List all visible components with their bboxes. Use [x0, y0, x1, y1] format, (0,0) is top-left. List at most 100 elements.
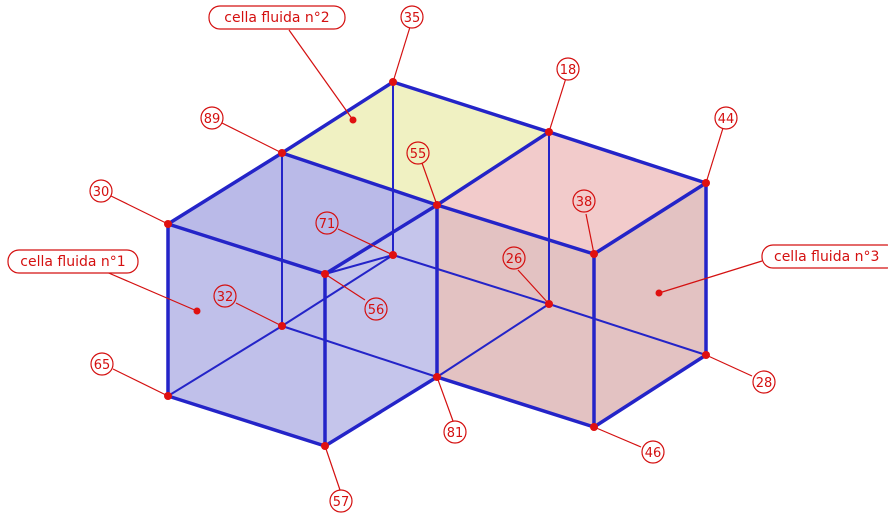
leader-cell2	[288, 29, 354, 121]
node-label-28: 28	[756, 376, 773, 391]
cell-label-3-box	[761, 244, 888, 269]
cell-label-2-box	[208, 5, 346, 30]
callout-circle-65	[90, 352, 114, 376]
vertex-18	[545, 128, 553, 136]
vertex-89	[278, 149, 286, 157]
edge-26-28	[548, 303, 707, 356]
callout-circle-28	[752, 370, 776, 394]
node-label-32: 32	[217, 290, 234, 305]
edge-89-55	[280, 151, 439, 207]
leader-65	[112, 368, 169, 397]
node-numbers: 35 18 89 44 55 30 38 71 26 32 56 65 81 2…	[93, 11, 773, 510]
node-label-26: 26	[506, 252, 523, 267]
cell1-front-face	[168, 224, 325, 446]
visible-edges	[166, 80, 708, 448]
edge-18-55	[435, 130, 551, 207]
callout-circle-26	[502, 246, 526, 270]
edge-32-81	[281, 325, 438, 378]
vertex-57	[321, 442, 329, 450]
vertex-55	[433, 201, 441, 209]
vertex-71	[389, 251, 397, 259]
callout-circle-56	[364, 297, 388, 321]
edge-81-26	[436, 303, 550, 378]
node-label-35: 35	[404, 11, 421, 26]
vertex-46	[590, 423, 598, 431]
node-label-56: 56	[368, 303, 385, 318]
cell2-dot	[349, 116, 357, 124]
vertex-38	[590, 250, 598, 258]
node-label-44: 44	[718, 112, 735, 127]
cell-label-3-text: cella fluida n°3	[774, 249, 879, 265]
edge-32-71	[281, 254, 394, 327]
callout-circle-32	[213, 284, 237, 308]
edge-56-55	[324, 254, 394, 275]
edge-71-26	[392, 254, 550, 305]
edge-30-57-front-top	[166, 222, 327, 276]
callout-circle-81	[443, 420, 467, 444]
edge-56-55	[323, 203, 439, 276]
callout-circle-38	[572, 189, 596, 213]
leader-lines	[103, 26, 763, 491]
cell-label-3: cella fluida n°3	[761, 244, 888, 269]
leader-46	[593, 426, 642, 448]
node-callouts	[89, 5, 776, 513]
node-label-55: 55	[410, 147, 427, 162]
leader-38	[585, 213, 595, 255]
cell-label-1-box	[7, 249, 139, 274]
vertex-26	[545, 300, 553, 308]
node-label-18: 18	[560, 63, 577, 78]
leader-26	[517, 269, 550, 305]
leader-32	[235, 302, 283, 327]
edge-65-57	[166, 394, 327, 448]
edge-57-81	[323, 375, 439, 448]
leader-18	[548, 77, 567, 133]
cell-label-2-text: cella fluida n°2	[224, 10, 329, 26]
cell3-right-face	[594, 183, 706, 427]
callout-circle-57	[329, 489, 353, 513]
callout-circle-55	[406, 141, 430, 165]
cell3-front-face	[437, 205, 594, 427]
node-label-89: 89	[204, 112, 221, 127]
cell-label-1-text: cella fluida n°1	[20, 254, 125, 270]
leader-89	[221, 122, 283, 154]
vertex-28	[702, 351, 710, 359]
leader-57	[324, 445, 341, 491]
vertex-32	[278, 322, 286, 330]
leader-44	[705, 127, 724, 184]
cell1-dot	[193, 307, 201, 315]
edge-65-32	[167, 325, 283, 397]
leader-56	[324, 273, 366, 301]
vertex-35	[389, 78, 397, 86]
callout-circle-35	[400, 5, 424, 29]
leader-28	[705, 354, 753, 377]
edge-81-46	[435, 375, 596, 429]
edge-44-38	[592, 181, 708, 256]
leader-55	[421, 162, 438, 206]
callout-circle-46	[641, 440, 665, 464]
vertex-dots	[164, 78, 710, 450]
node-label-46: 46	[645, 446, 662, 461]
vertex-30	[164, 220, 172, 228]
node-label-57: 57	[333, 495, 350, 510]
leader-cell3	[658, 260, 763, 294]
edge-55-38	[435, 203, 596, 256]
callout-circle-18	[556, 57, 580, 81]
vertex-56	[321, 270, 329, 278]
leader-71	[337, 228, 394, 256]
cell3-dot	[655, 289, 663, 297]
cell-label-2: cella fluida n°2	[208, 5, 346, 30]
node-label-30: 30	[93, 185, 110, 200]
vertex-65	[164, 392, 172, 400]
node-label-65: 65	[94, 358, 111, 373]
callout-circle-89	[200, 106, 224, 130]
cell-label-1: cella fluida n°1	[7, 249, 139, 274]
vertex-81	[433, 373, 441, 381]
vertex-44	[702, 179, 710, 187]
callout-circle-30	[89, 179, 113, 203]
node-label-71: 71	[319, 217, 336, 232]
node-label-38: 38	[576, 195, 593, 210]
edge-46-28	[592, 353, 708, 429]
callout-circle-44	[714, 106, 738, 130]
